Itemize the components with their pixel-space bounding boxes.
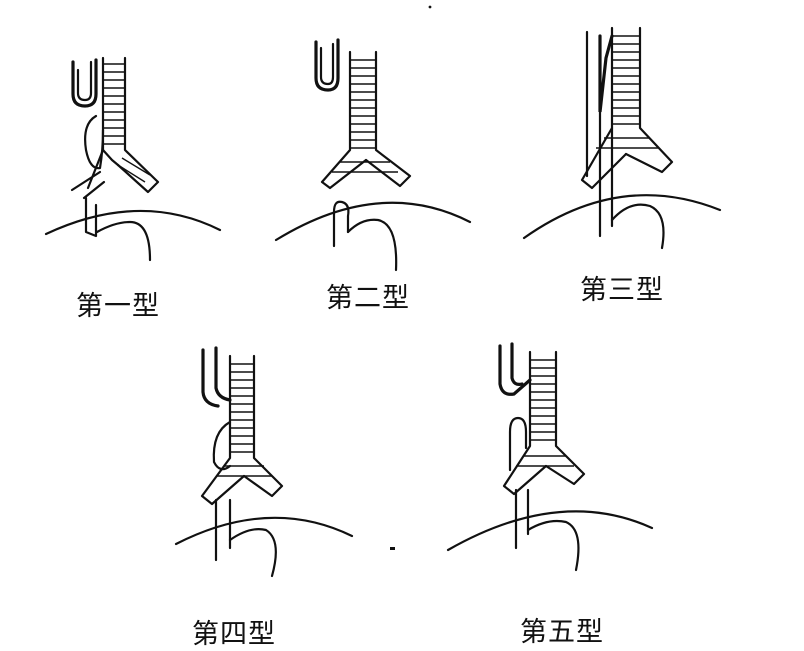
diaphragm-4 <box>174 516 354 546</box>
esophagus-upper-inner-4 <box>214 346 232 402</box>
trachea-right-wall-4 <box>242 354 284 498</box>
trachea-left-wall-5 <box>502 350 548 496</box>
trachea-rings-3 <box>596 35 658 149</box>
print-speck <box>428 5 432 9</box>
trachea-right-wall-1 <box>116 56 160 194</box>
diaphragm-2 <box>274 201 472 242</box>
panel-1-label: 第一型 <box>76 291 160 322</box>
diaphragm-3 <box>522 194 722 240</box>
esophagus-upper-pouch-inner-2 <box>319 42 335 86</box>
stomach-3 <box>610 203 665 250</box>
esophagus-upper-pouch-1 <box>71 58 98 108</box>
esophagus-upper-3 <box>598 34 614 113</box>
trachea-rings-5 <box>516 359 574 467</box>
stomach-1 <box>95 220 152 262</box>
trachea-left-wall-3 <box>580 26 628 190</box>
trachea-right-wall-2 <box>364 50 412 188</box>
panel-5-label: 第五型 <box>520 617 604 648</box>
stomach-5 <box>526 519 580 572</box>
esophagus-lower-pouch-5 <box>508 416 528 472</box>
stomach-4 <box>228 528 277 578</box>
esophagus-upper-pouch-inner-1 <box>76 60 93 102</box>
panel-4-label: 第四型 <box>192 619 276 650</box>
esophagus-upper-4 <box>201 348 220 408</box>
diaphragm-5 <box>446 510 654 552</box>
print-speck <box>390 547 395 550</box>
bronchus-left-lower-1 <box>82 180 106 200</box>
panel-2-drawing <box>274 38 472 272</box>
esophagus-upper-pouch-2 <box>314 38 340 92</box>
bronchus-left-1 <box>70 170 102 192</box>
trachea-right-wall-5 <box>544 350 586 486</box>
esophagus-fistula-loop-4 <box>212 420 232 471</box>
trachea-left-wall-4 <box>200 354 246 506</box>
trachea-rings-4 <box>216 363 272 477</box>
panel-1-drawing <box>44 56 222 262</box>
stomach-2 <box>346 218 398 272</box>
esophagus-fistula-loop-1 <box>84 114 105 170</box>
panel-2-label: 第二型 <box>326 283 410 314</box>
esophagus-upper-5 <box>498 344 532 396</box>
trachea-right-wall-3 <box>624 26 674 174</box>
trachea-rings-1 <box>103 63 151 183</box>
panel-3-label: 第三型 <box>580 275 664 306</box>
trachea-rings-2 <box>332 59 398 173</box>
esophagus-upper-inner-5 <box>510 342 524 386</box>
esophagus-lower-1 <box>84 196 98 238</box>
diaphragm-1 <box>44 209 222 236</box>
trachea-carina-1 <box>101 148 120 167</box>
panel-3-drawing <box>522 26 722 250</box>
panel-5-drawing <box>446 342 654 572</box>
panel-4-drawing <box>174 346 354 578</box>
trachea-left-wall-2 <box>320 50 368 190</box>
esophagus-lower-stump-2 <box>332 200 350 234</box>
